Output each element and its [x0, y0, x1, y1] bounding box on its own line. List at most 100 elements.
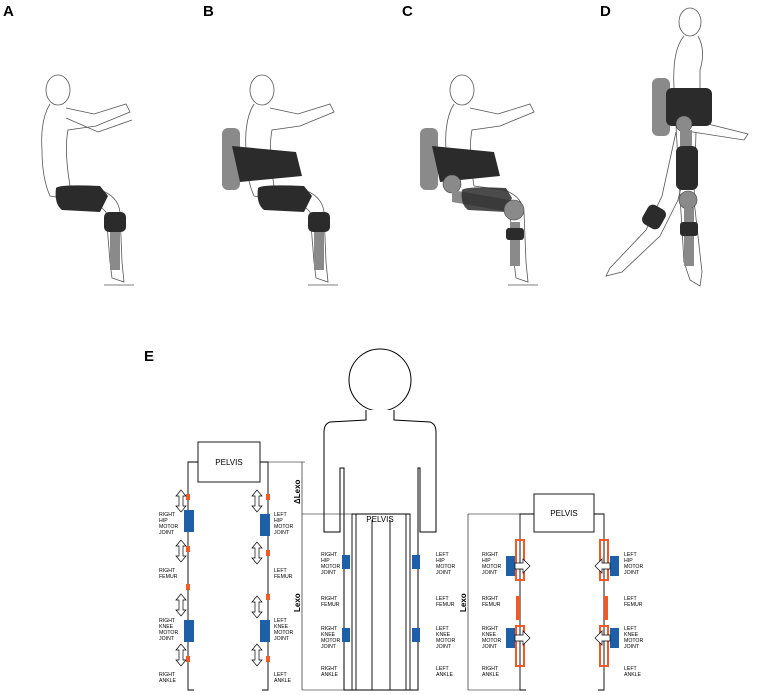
- hip-motor-block: [260, 514, 270, 536]
- pelvis-label-left: PELVIS: [215, 458, 242, 467]
- knee-motor: [678, 190, 698, 210]
- svg-text:HIP: HIP: [274, 518, 283, 524]
- svg-text:RIGHT: RIGHT: [321, 552, 338, 558]
- svg-text:LEFT: LEFT: [436, 552, 450, 558]
- svg-text:RIGHT: RIGHT: [321, 596, 338, 602]
- joint-marker: [516, 596, 520, 620]
- svg-text:ANKLE: ANKLE: [274, 678, 292, 684]
- double-arrow-icon: [175, 489, 187, 513]
- label-right-exo-left-femur: LEFT FEMUR: [624, 596, 643, 608]
- svg-text:ANKLE: ANKLE: [436, 672, 454, 678]
- svg-text:RIGHT: RIGHT: [482, 552, 499, 558]
- lexo-label-left: Lexo: [293, 593, 302, 612]
- pelvis-box-right: [533, 493, 595, 533]
- panel-c-seated-figure: [420, 74, 538, 286]
- left-knee-motor-block: [412, 628, 420, 642]
- joint-marker: [186, 494, 190, 500]
- thigh-brace: [257, 185, 312, 212]
- joint-marker: [266, 550, 270, 556]
- left-hip-motor-block: [412, 555, 420, 569]
- svg-text:LEFT: LEFT: [436, 666, 450, 672]
- double-arrow-icon: [251, 489, 263, 513]
- rear-knee-brace: [642, 204, 666, 230]
- label-center-left-knee: LEFT KNEE MOTOR JOINT: [436, 626, 455, 650]
- left-arrow-icon: [594, 630, 611, 646]
- double-arrow-icon: [251, 541, 263, 565]
- hip-motor-block: [184, 510, 194, 532]
- label-right-hip: RIGHT HIP MOTOR JOINT: [159, 512, 178, 536]
- svg-text:RIGHT: RIGHT: [159, 672, 176, 678]
- svg-text:LEFT: LEFT: [624, 552, 638, 558]
- svg-text:RIGHT: RIGHT: [321, 626, 338, 632]
- back-plate: [420, 128, 438, 190]
- double-arrow-icon: [175, 593, 187, 617]
- svg-text:MOTOR: MOTOR: [274, 524, 293, 530]
- svg-text:ANKLE: ANKLE: [159, 678, 177, 684]
- pelvis-box-left: [197, 441, 261, 483]
- svg-text:LEFT: LEFT: [436, 626, 450, 632]
- svg-text:FEMUR: FEMUR: [321, 602, 340, 608]
- knee-brace: [308, 212, 330, 232]
- svg-text:HIP: HIP: [482, 558, 491, 564]
- svg-text:KNEE: KNEE: [159, 624, 174, 630]
- label-center-left-hip: LEFT HIP MOTOR JOINT: [436, 552, 455, 576]
- svg-text:LEFT: LEFT: [274, 618, 288, 624]
- svg-text:LEFT: LEFT: [624, 626, 638, 632]
- svg-text:JOINT: JOINT: [624, 570, 640, 576]
- joint-marker: [266, 594, 270, 600]
- svg-text:MOTOR: MOTOR: [159, 524, 178, 530]
- shank-cuff: [680, 222, 698, 236]
- left-exo-right-leg: RIGHT HIP MOTOR JOINT RIGHT FEMUR RIGHT …: [159, 489, 194, 684]
- lexo-label-right: Lexo: [459, 593, 468, 612]
- right-arrow-icon: [514, 558, 531, 574]
- svg-text:RIGHT: RIGHT: [159, 568, 176, 574]
- svg-text:JOINT: JOINT: [482, 644, 498, 650]
- joint-marker: [186, 546, 190, 552]
- hip-motor: [675, 115, 693, 133]
- svg-text:LEFT: LEFT: [436, 596, 450, 602]
- svg-text:KNEE: KNEE: [274, 624, 289, 630]
- svg-text:MOTOR: MOTOR: [624, 564, 643, 570]
- right-exo-left-leg: LEFT HIP MOTOR JOINT LEFT FEMUR LEFT KNE…: [594, 539, 643, 678]
- pelvis-label-right: PELVIS: [550, 509, 577, 518]
- svg-text:JOINT: JOINT: [274, 636, 290, 642]
- svg-text:LEFT: LEFT: [274, 568, 288, 574]
- svg-text:JOINT: JOINT: [436, 644, 452, 650]
- svg-text:JOINT: JOINT: [321, 644, 337, 650]
- svg-text:KNEE: KNEE: [436, 632, 451, 638]
- svg-text:HIP: HIP: [624, 558, 633, 564]
- svg-text:FEMUR: FEMUR: [436, 602, 455, 608]
- joint-marker: [266, 494, 270, 500]
- label-left-hip: LEFT HIP MOTOR JOINT: [274, 512, 293, 536]
- panel-d-walking-figure: [605, 7, 749, 287]
- svg-text:JOINT: JOINT: [274, 530, 290, 536]
- thigh-brace: [676, 146, 698, 190]
- center-human-schematic: PELVIS Lexo RIGHT HIP MOTOR JOINT RIGHT …: [293, 348, 455, 691]
- panel-a-seated-figure: [41, 74, 134, 286]
- label-right-exo-left-knee: LEFT KNEE MOTOR JOINT: [624, 626, 643, 650]
- joint-marker: [186, 656, 190, 662]
- knee-brace: [104, 212, 126, 232]
- label-right-ankle: RIGHT ANKLE: [159, 672, 177, 684]
- svg-text:MOTOR: MOTOR: [159, 630, 178, 636]
- panel-label-b: B: [203, 3, 214, 20]
- svg-text:FEMUR: FEMUR: [274, 574, 293, 580]
- svg-text:FEMUR: FEMUR: [482, 602, 501, 608]
- label-right-exo-right-hip: RIGHT HIP MOTOR JOINT: [482, 552, 501, 576]
- label-right-exo-right-ankle: RIGHT ANKLE: [482, 666, 500, 678]
- svg-text:MOTOR: MOTOR: [274, 630, 293, 636]
- label-center-right-hip: RIGHT HIP MOTOR JOINT: [321, 552, 340, 576]
- pelvis-label-center: PELVIS: [366, 515, 393, 524]
- svg-text:HIP: HIP: [436, 558, 445, 564]
- shank-strut: [314, 232, 324, 270]
- svg-text:RIGHT: RIGHT: [159, 512, 176, 518]
- double-arrow-icon: [175, 539, 187, 563]
- label-center-left-femur: LEFT FEMUR: [436, 596, 455, 608]
- label-right-exo-right-knee: RIGHT KNEE MOTOR JOINT: [482, 626, 501, 650]
- panel-e-schematic: PELVIS RIGHT HIP MOTOR: [159, 348, 643, 691]
- right-arrow-icon: [514, 630, 531, 646]
- left-exo-left-leg: LEFT HIP MOTOR JOINT LEFT FEMUR LEFT KNE…: [251, 489, 293, 684]
- hip-motor-block: [506, 556, 515, 576]
- double-arrow-icon: [251, 595, 263, 619]
- label-right-exo-left-hip: LEFT HIP MOTOR JOINT: [624, 552, 643, 576]
